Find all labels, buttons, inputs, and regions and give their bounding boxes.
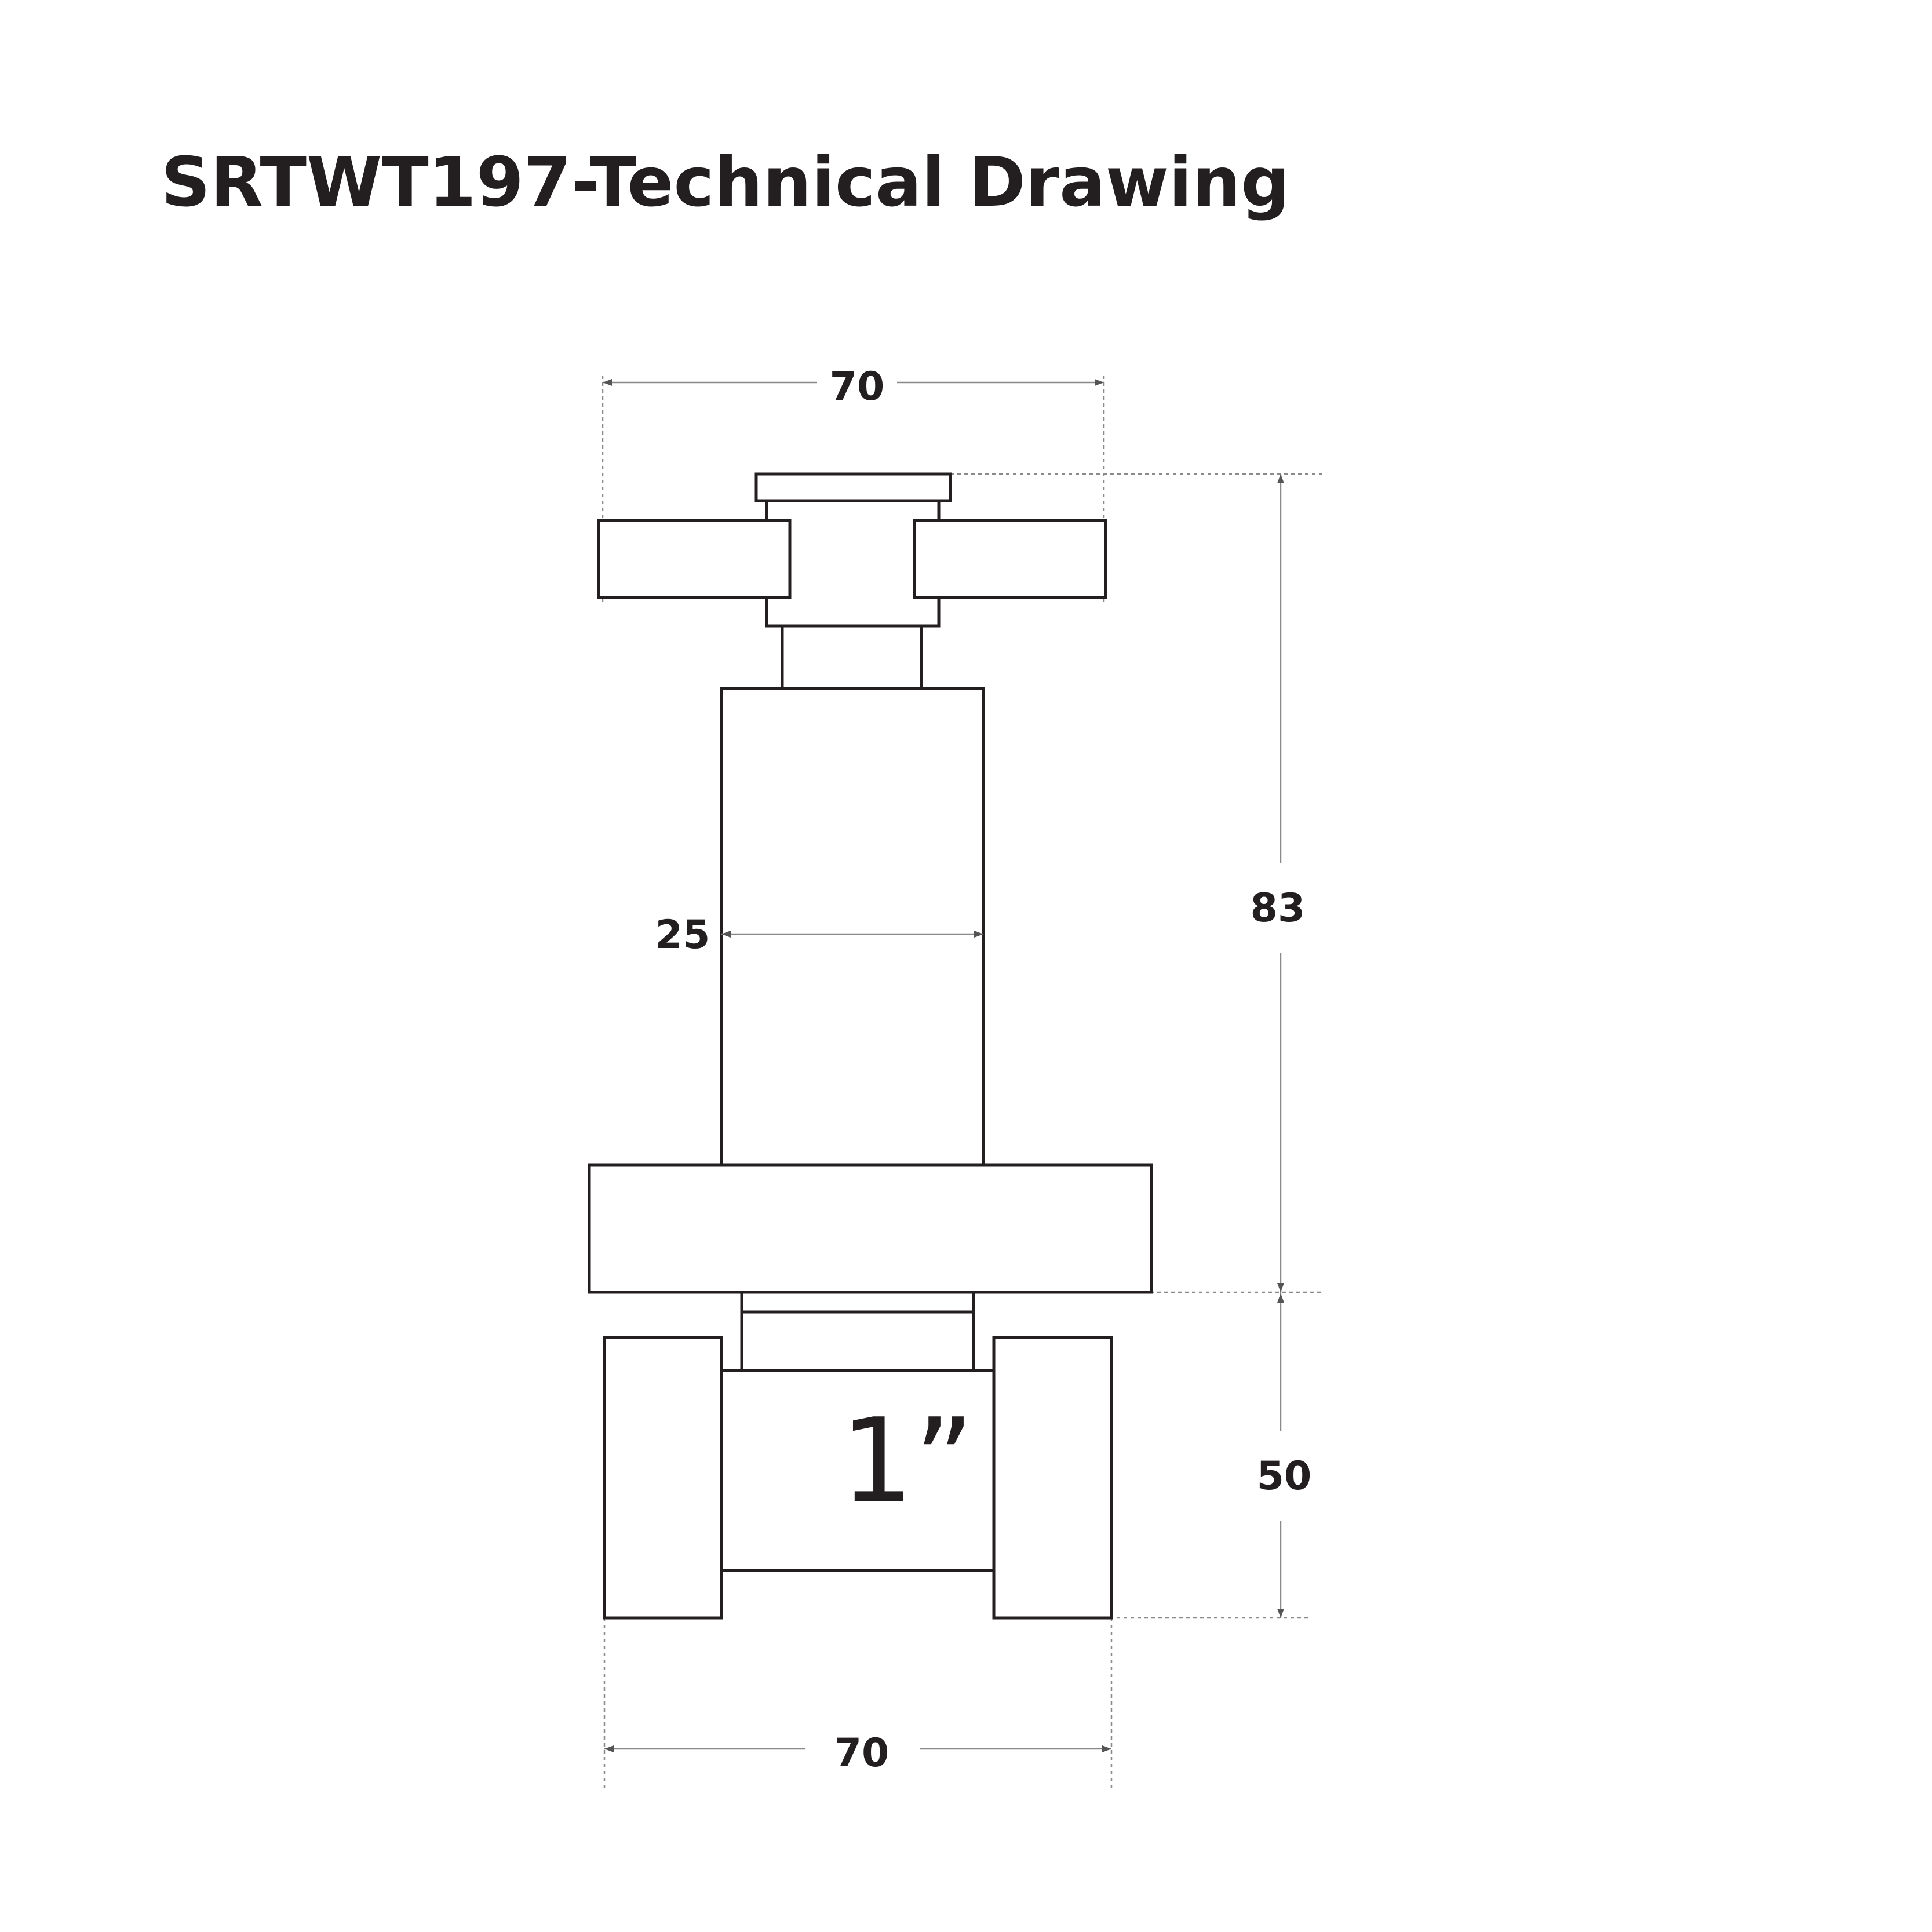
pipe-fitting bbox=[720, 1369, 996, 1572]
left-nut bbox=[603, 1336, 723, 1620]
lower-height-label: 50 bbox=[1257, 1453, 1312, 1499]
bottom-width-label: 70 bbox=[834, 1730, 890, 1776]
lower-height-arrow-top bbox=[1277, 1293, 1284, 1303]
valve-body: 1” bbox=[588, 472, 1153, 1620]
left-handle-arm bbox=[597, 519, 792, 599]
top-width-arrow-right bbox=[1095, 379, 1104, 386]
upper-height-label: 83 bbox=[1251, 885, 1306, 931]
stem-width-arrow-right bbox=[974, 931, 983, 938]
cover-flange bbox=[588, 1163, 1153, 1294]
right-handle-arm bbox=[913, 519, 1107, 599]
top-width-label: 70 bbox=[830, 364, 885, 410]
lower-height-dimension: 50 bbox=[1257, 1292, 1312, 1618]
bottom-width-arrow-right bbox=[1102, 1745, 1111, 1752]
threaded-connector bbox=[740, 1291, 975, 1372]
top-width-dimension: 70 bbox=[603, 364, 1104, 410]
bottom-width-dimension: 70 bbox=[604, 1730, 1111, 1776]
stem-width-label: 25 bbox=[655, 912, 710, 958]
upper-height-dimension: 83 bbox=[1251, 474, 1306, 1292]
upper-height-arrow-top bbox=[1277, 474, 1284, 483]
right-nut bbox=[992, 1336, 1113, 1620]
thread-size-label: 1” bbox=[840, 1394, 974, 1529]
handle-cap bbox=[754, 472, 952, 502]
lower-height-arrow-bottom bbox=[1277, 1609, 1284, 1618]
stem-width-dimension: 25 bbox=[655, 912, 983, 958]
page-title: SRTWT197-Technical Drawing bbox=[161, 142, 1290, 222]
handle-hub bbox=[765, 499, 941, 628]
upper-height-arrow-bottom bbox=[1277, 1283, 1284, 1292]
bottom-width-arrow-left bbox=[604, 1745, 614, 1752]
spindle-neck bbox=[781, 624, 923, 690]
top-width-arrow-left bbox=[603, 379, 612, 386]
stem-width-arrow-left bbox=[721, 931, 731, 938]
valve-stem-body bbox=[720, 687, 985, 1167]
